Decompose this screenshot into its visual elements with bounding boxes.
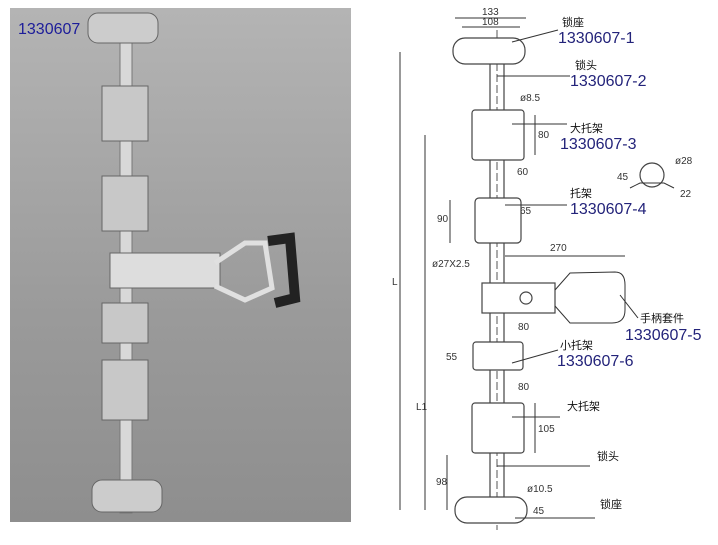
part-3-name: 大托架	[570, 121, 603, 135]
dim-diameter-28: ø28	[675, 156, 693, 167]
part-6-code: 1330607-6	[557, 353, 634, 370]
dim-diameter-10-5: ø10.5	[527, 484, 553, 495]
lock-seat-label: 锁座	[600, 497, 622, 511]
dim-L: L	[392, 277, 398, 288]
dim-80-b: 80	[518, 322, 530, 333]
dim-45-b: 45	[533, 506, 545, 517]
part-6-name: 小托架	[560, 338, 593, 352]
part-2-code: 1330607-2	[570, 73, 647, 90]
part-4-name: 托架	[570, 186, 592, 200]
technical-drawing: 133 108 ø8.5 80 60 ø28 45 22 90 65 270 ø…	[392, 7, 702, 530]
dim-L1: L1	[416, 402, 428, 413]
part-2-name: 锁头	[575, 58, 597, 72]
dim-65: 65	[520, 206, 532, 217]
part-3-code: 1330607-3	[560, 136, 637, 153]
dim-98: 98	[436, 477, 448, 488]
part-5-name: 手柄套件	[640, 311, 684, 325]
lock-head-label: 锁头	[597, 449, 619, 463]
dim-80-a: 80	[538, 130, 550, 141]
photo-product-code: 1330607	[18, 21, 81, 38]
product-photo	[10, 8, 351, 522]
dim-133: 133	[482, 7, 499, 18]
part-5-code: 1330607-5	[625, 327, 702, 344]
dim-108: 108	[482, 17, 499, 28]
dim-80-c: 80	[518, 382, 530, 393]
dim-pipe-27x2-5: ø27X2.5	[432, 259, 470, 270]
dim-60: 60	[517, 167, 529, 178]
part-1-code: 1330607-1	[558, 30, 635, 47]
dim-270: 270	[550, 243, 567, 254]
dim-22: 22	[680, 189, 692, 200]
dim-45-a: 45	[617, 172, 629, 183]
lock-rod-photo	[87, 12, 301, 514]
dim-diameter-8-5: ø8.5	[520, 93, 540, 104]
part-4-code: 1330607-4	[570, 201, 647, 218]
part-1-name: 锁座	[562, 15, 584, 29]
dim-55: 55	[446, 352, 458, 363]
large-bracket-label: 大托架	[567, 399, 600, 413]
dim-90: 90	[437, 214, 449, 225]
dim-105: 105	[538, 424, 555, 435]
